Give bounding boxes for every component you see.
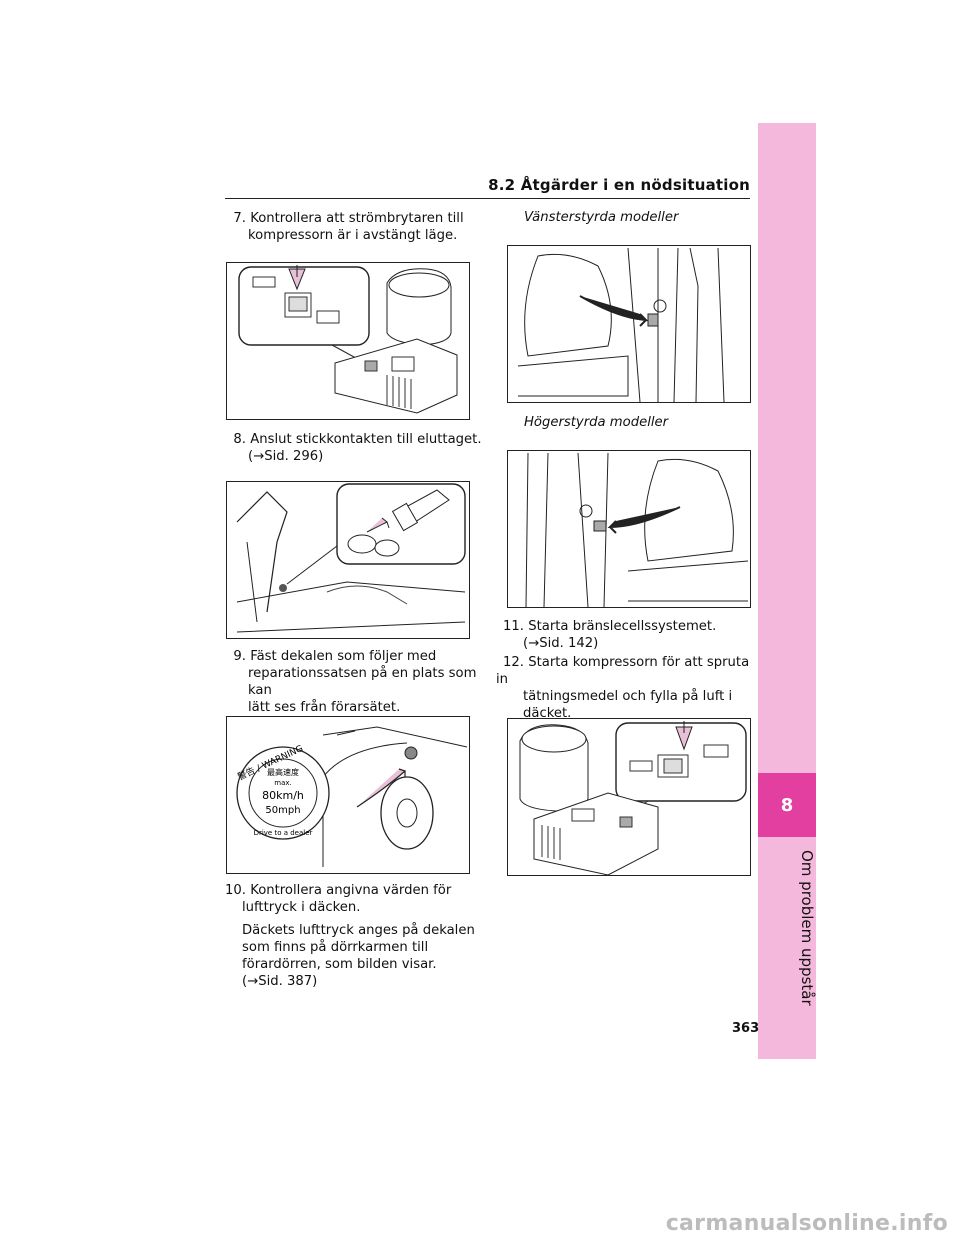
caption-left-hand-drive: Vänsterstyrda modeller	[524, 210, 679, 225]
figure-compressor-switch-off	[226, 262, 470, 420]
section-title: 8.2 Åtgärder i en nödsituation	[488, 176, 750, 194]
figure-plug-socket	[226, 481, 470, 639]
sticker-bottom-text: Drive to a dealer	[254, 829, 313, 837]
chapter-side-tab	[758, 123, 816, 1059]
figure-sticker-placement: 警告 / WARNING 最高速度 max. 80km/h 50mph Driv…	[226, 716, 470, 874]
caption-right-hand-drive: Högerstyrda modeller	[524, 415, 669, 430]
step-9: 9. Fäst dekalen som följer med reparatio…	[233, 649, 477, 715]
lhd-door-frame-illustration	[517, 247, 725, 402]
watermark: carmanualsonline.info	[665, 1211, 948, 1236]
sticker-speed-kmh: 80km/h	[262, 789, 304, 802]
step-11: 11. Starta bränslecellssystemet. (→Sid. …	[503, 619, 717, 651]
step-12: 12. Starta kompressorn för att spruta in…	[496, 655, 750, 721]
sticker-speed-mph: 50mph	[265, 805, 300, 816]
sticker-placement-illustration: 警告 / WARNING 最高速度 max. 80km/h 50mph Driv…	[236, 726, 468, 867]
page-number: 363	[732, 1021, 760, 1036]
figure-rhd-door-frame	[507, 450, 751, 608]
header-rule	[225, 198, 750, 199]
plug-socket-illustration	[236, 483, 466, 633]
chapter-title: Om problem uppstår	[798, 850, 816, 1006]
figure-compressor-switch-on	[507, 718, 751, 876]
step-8: 8. Anslut stickkontakten till eluttaget.…	[233, 432, 482, 464]
sticker-max: max.	[274, 779, 291, 787]
figure-lhd-door-frame	[507, 245, 751, 403]
compressor-switch-off-illustration	[238, 265, 458, 414]
chapter-number: 8	[758, 773, 816, 837]
compressor-switch-on-illustration	[519, 721, 747, 875]
step-10: 10. Kontrollera angivna värden för luftt…	[225, 883, 475, 989]
step-7: 7. Kontrollera att strömbrytaren till ko…	[233, 211, 464, 243]
rhd-door-frame-illustration	[525, 452, 749, 607]
sticker-heading: 最高速度	[267, 767, 299, 777]
